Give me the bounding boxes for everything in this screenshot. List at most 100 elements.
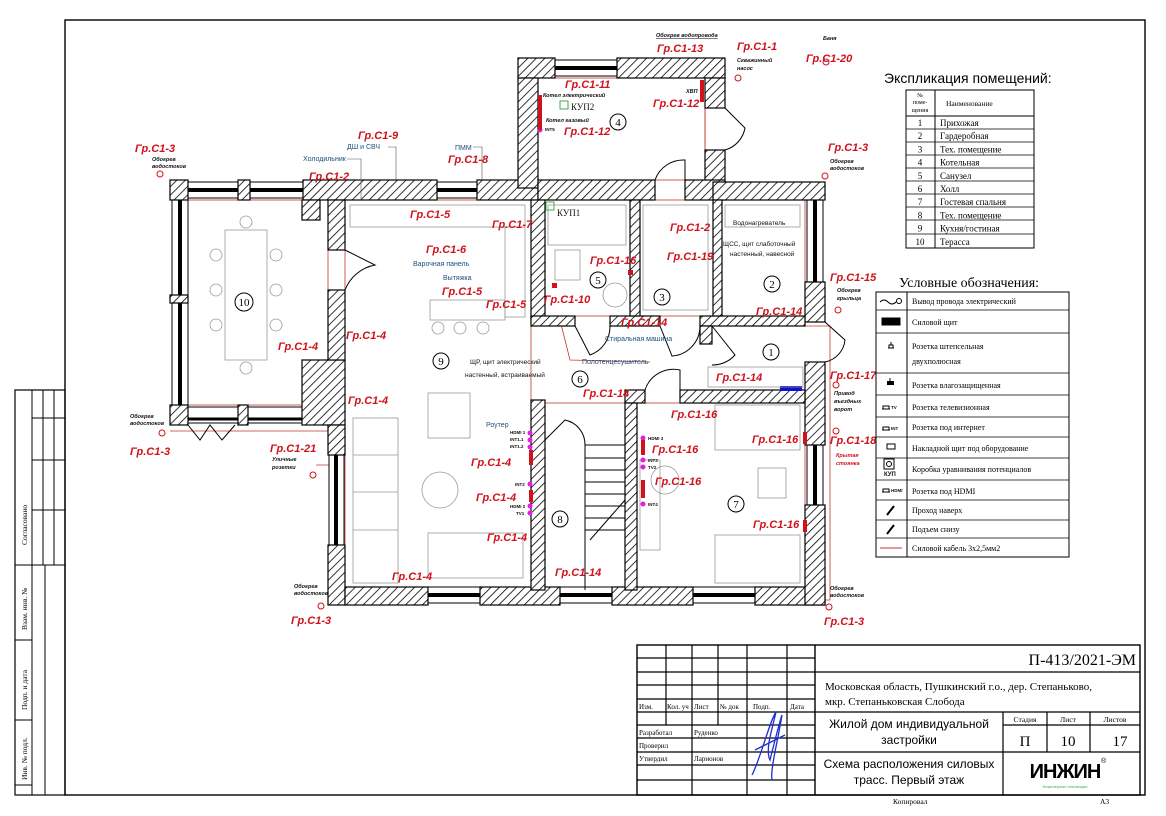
circuit-label: Гр.С1-1	[737, 41, 777, 53]
note: Котел электрический	[543, 92, 606, 99]
note: стоянка	[836, 461, 860, 467]
logo-text: ИНЖИН	[1030, 761, 1101, 783]
socket-tag: HDMI 2	[510, 504, 526, 509]
note: ворот	[834, 407, 852, 413]
sheet-value: 10	[1061, 734, 1076, 750]
room-number-10: 10	[239, 297, 251, 309]
power-panel-icon	[881, 317, 901, 326]
rise-from-below-icon	[886, 524, 895, 535]
circuit-label: Гр.С1-5	[486, 299, 527, 311]
stamp-sign-date: Подп. и дата	[20, 669, 29, 710]
power-cable-routes	[170, 77, 831, 601]
towel-dryer-label: Полотенцесушитель	[582, 359, 649, 366]
tb-role: Утвердил	[639, 755, 668, 763]
format-label: А3	[1100, 797, 1109, 806]
note: Обогрев	[830, 158, 854, 165]
logo-tagline: Инженерные инновации	[1042, 784, 1087, 789]
dishwasher-microwave-label: ДШ и СВЧ	[347, 144, 380, 151]
fridge-label: Холодильник	[303, 156, 347, 163]
furniture	[209, 204, 804, 590]
circuit-label: Гр.С1-4	[487, 532, 527, 544]
note: Обогрев водопровода	[656, 32, 718, 39]
note: крыльца	[837, 296, 861, 302]
icon-caption: HDMI	[891, 488, 903, 493]
circuit-label: Гр.С1-4	[471, 457, 511, 469]
col-header-no: №	[917, 93, 923, 99]
circuit-label: Гр.С1-15	[830, 272, 877, 284]
circuit-label: Гр.С1-4	[476, 492, 516, 504]
circuit-label: Гр.С1-13	[657, 43, 703, 55]
circuit-label: Гр.С1-4	[346, 330, 386, 342]
room-no-cell: 1	[918, 118, 923, 128]
double-socket-icon	[888, 342, 894, 349]
legend-label: Розетка под интернет	[912, 423, 985, 432]
note: Обогрев	[152, 156, 176, 163]
circuit-label: Гр.С1-16	[753, 519, 800, 531]
note: Обогрев	[130, 413, 154, 420]
room-name-cell: Прихожая	[940, 118, 979, 128]
drawing-code: П-413/2021-ЭМ	[1029, 652, 1136, 669]
stamp-inv-orig: Инв. № подл.	[20, 737, 29, 780]
socket-tag: TV2	[648, 465, 657, 470]
legend-label: Коробка уравнивания потенциалов	[912, 465, 1031, 474]
note: водостоков	[830, 166, 865, 172]
tb-role: Разработал	[639, 729, 673, 737]
plan: 1 2 3 4 5 6 7 8 9 10 Гр.С1-3 Гр.С1-9 Гр.…	[130, 32, 877, 628]
room-name-cell: Санузел	[940, 171, 972, 181]
circuit-label: Гр.С1-18	[830, 435, 877, 447]
room-no-cell: 5	[918, 171, 923, 181]
explication-title: Экспликация помещений:	[884, 70, 1052, 86]
room-number-1: 1	[768, 347, 774, 359]
note: въездных	[834, 399, 862, 405]
note: Баня	[823, 36, 837, 42]
note: ХВП	[685, 89, 699, 95]
hob-label: Варочная панель	[413, 261, 470, 268]
object-name: застройки	[881, 733, 937, 747]
kup1-label: КУП1	[557, 208, 580, 218]
legend-label: Силовой кабель 3х2,5мм2	[912, 544, 1000, 553]
socket-tag: HDMI 1	[510, 430, 526, 435]
note: водостоков	[830, 593, 865, 599]
room-no-cell: 4	[918, 158, 923, 168]
drawing-title: трасс. Первый этаж	[854, 773, 964, 787]
legend-label: Проход наверх	[912, 506, 962, 515]
icon-caption: TV	[891, 405, 897, 410]
note: насос	[737, 66, 753, 72]
room-no-cell: 8	[918, 210, 923, 220]
circuit-label: Гр.С1-8	[448, 154, 489, 166]
circuit-label: Гр.С1-20	[806, 53, 853, 65]
circuit-label: Гр.С1-16	[652, 444, 699, 456]
tb-header: Кол. уч	[667, 703, 689, 711]
room-number-7: 7	[733, 499, 739, 511]
socket-tag: TV1	[516, 511, 525, 516]
note: Крытая	[836, 453, 859, 459]
circuit-label: Гр.С1-5	[410, 209, 451, 221]
circuit-label: Гр.С1-16	[590, 255, 637, 267]
stamp-inv-no: Взам. инв. №	[20, 588, 29, 630]
sheets-value: 17	[1113, 734, 1129, 750]
room-no-cell: 7	[918, 197, 923, 207]
stage-label: Стадия	[1014, 715, 1037, 724]
col-header-no: поме-	[913, 100, 928, 106]
tb-name: Ларионов	[694, 755, 724, 763]
circuit-label: Гр.С1-14	[716, 372, 762, 384]
circuit-label: Гр.С1-14	[621, 317, 667, 329]
address-line: мкр. Степаньковская Слобода	[825, 696, 965, 708]
room-name-cell: Терасса	[940, 237, 970, 247]
tb-header: Подп.	[753, 703, 771, 711]
room-no-cell: 10	[916, 237, 926, 247]
circuit-label: Гр.С1-5	[442, 286, 483, 298]
circuit-label: Гр.С1-4	[278, 341, 318, 353]
low-current-panel-label: настенный, навесной	[730, 250, 795, 258]
dishwasher-label: ПММ	[455, 145, 472, 152]
washer-label: Стиральная машина	[605, 336, 672, 343]
kup2-box-icon	[559, 100, 569, 110]
circuit-labels: Гр.С1-3 Гр.С1-9 Гр.С1-2 Гр.С1-8 Гр.С1-13…	[130, 41, 877, 628]
socket-tags: HDMI 1 INT1.1 INT1.2 INT2 HDMI 2 TV1 HDM…	[510, 127, 664, 516]
room-no-cell: 9	[918, 224, 923, 234]
internet-socket-icon: INT	[882, 426, 899, 431]
room-number-5: 5	[595, 275, 601, 287]
tb-header: Изм.	[639, 703, 653, 711]
socket-tag: INT3	[648, 458, 658, 463]
